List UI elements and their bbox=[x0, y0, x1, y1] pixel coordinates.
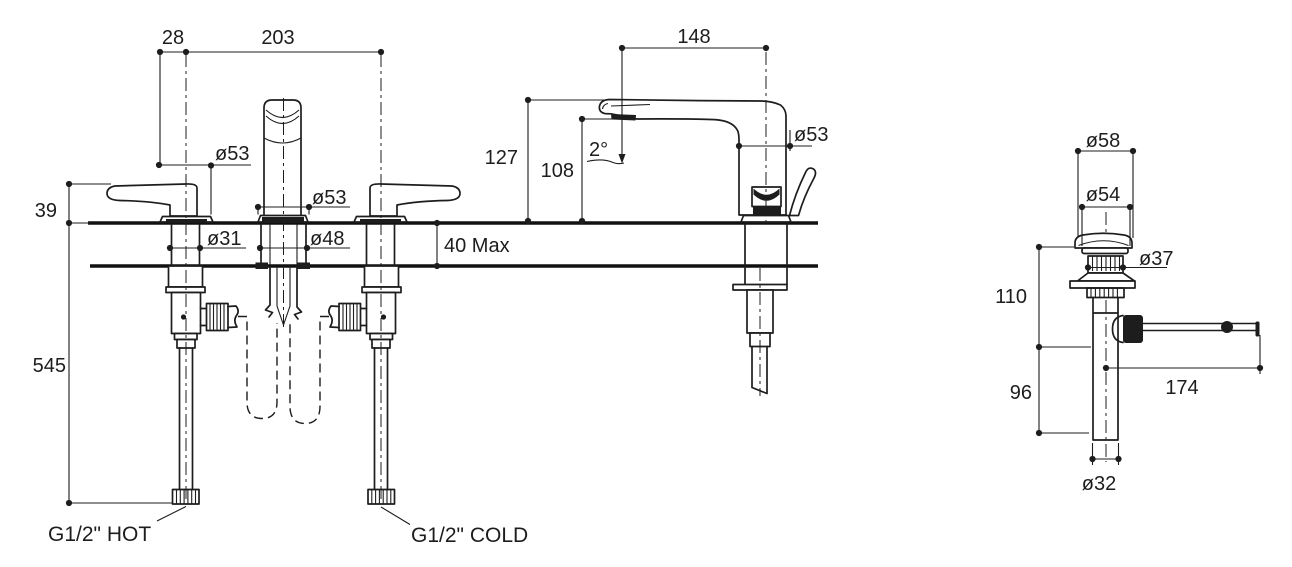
spout-shank-tubes bbox=[264, 265, 303, 326]
dim-drain-upper: 110 bbox=[995, 286, 1027, 308]
dim-supply-length: 545 bbox=[33, 355, 66, 377]
dim-drain-lower: 96 bbox=[1010, 382, 1032, 404]
cold-inlet-label: G1/2" COLD bbox=[411, 524, 528, 547]
dia-drain-thread: ø37 bbox=[1139, 248, 1173, 270]
dim-handle-spread: 203 bbox=[261, 27, 294, 49]
deck-section bbox=[88, 221, 818, 268]
drain-dimensions: ø58 ø54 ø37 110 96 174 ø32 bbox=[995, 130, 1264, 495]
dim-aerator-height: 108 bbox=[541, 160, 574, 182]
dim-deck-thickness: 40 Max bbox=[444, 235, 510, 257]
side-dimensions: 148 127 108 2° ø53 bbox=[485, 26, 828, 225]
hot-inlet-label: G1/2" HOT bbox=[48, 523, 151, 546]
popup-rod-assembly bbox=[1111, 314, 1260, 344]
dia-spout-base: ø53 bbox=[312, 187, 346, 209]
front-view bbox=[88, 99, 818, 505]
spout-side bbox=[598, 98, 817, 223]
dia-body-side: ø53 bbox=[794, 124, 828, 146]
dim-rod-reach: 174 bbox=[1165, 377, 1198, 399]
drain-body bbox=[1069, 272, 1136, 441]
dia-tailpipe: ø32 bbox=[1082, 473, 1116, 495]
dia-stopper-flange: ø54 bbox=[1086, 184, 1120, 206]
hot-supply-valve bbox=[165, 265, 239, 505]
cold-supply-valve bbox=[328, 265, 402, 505]
dim-spout-reach: 148 bbox=[677, 26, 710, 48]
dia-spout-shank: ø48 bbox=[310, 228, 344, 250]
drain-view bbox=[1069, 232, 1260, 441]
side-handle-lever bbox=[788, 167, 817, 217]
dim-handle-offset: 28 bbox=[162, 27, 184, 49]
cold-handle bbox=[353, 183, 461, 223]
rod-ball-joint bbox=[1221, 321, 1233, 333]
dia-handle-shank: ø31 bbox=[207, 228, 241, 250]
dim-handle-height: 39 bbox=[35, 200, 57, 222]
dim-spout-angle: 2° bbox=[589, 139, 608, 161]
side-view bbox=[598, 98, 817, 395]
dia-stopper-cap: ø58 bbox=[1086, 130, 1120, 152]
front-dimensions: 28 203 39 ø53 ø53 ø31 ø48 40 Max 545 G1/… bbox=[33, 27, 529, 547]
centerlines bbox=[185, 52, 1107, 502]
spout-side-escutcheon bbox=[740, 214, 792, 223]
dia-handle-base: ø53 bbox=[215, 143, 249, 165]
dim-spout-height: 127 bbox=[485, 147, 518, 169]
flexible-hoses bbox=[238, 315, 329, 425]
rod-pivot-nut bbox=[1123, 315, 1143, 343]
deck-shanks bbox=[170, 223, 396, 269]
hot-handle bbox=[106, 183, 214, 223]
drain-stopper bbox=[1074, 232, 1133, 274]
